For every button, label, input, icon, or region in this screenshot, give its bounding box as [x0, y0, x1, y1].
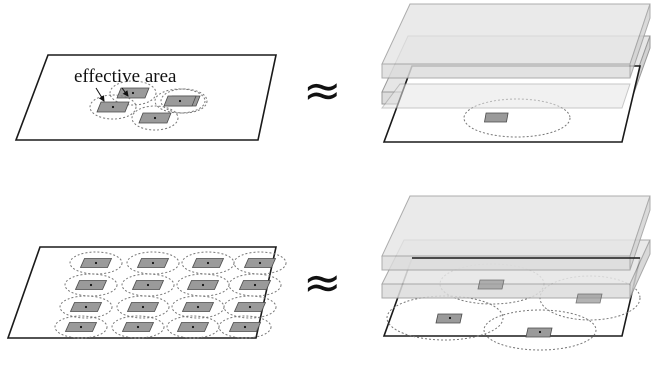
- annotation-arrow-left: [95, 87, 105, 102]
- effective-area-circle: [228, 273, 282, 297]
- effective-area-circle: [121, 273, 175, 297]
- feed-point: [448, 316, 452, 320]
- effective-area-circle: [109, 80, 157, 106]
- effective-area-circle: [233, 251, 287, 275]
- feed-point: [84, 305, 88, 309]
- top-right-diagram: [381, 3, 651, 143]
- ground-plane: [14, 54, 277, 141]
- effective-area-circle: [126, 251, 180, 275]
- upper-slab: [381, 3, 651, 79]
- feed-point: [206, 261, 210, 265]
- feed-point: [111, 105, 115, 109]
- feed-point: [94, 261, 98, 265]
- feed-point: [178, 99, 182, 103]
- patch: [484, 112, 509, 123]
- feed-point: [201, 283, 205, 287]
- effective-area-circle: [116, 295, 170, 319]
- feed-point: [253, 283, 257, 287]
- effective-area-circle: [64, 273, 118, 297]
- middle-slab: [381, 83, 631, 109]
- effective-area-circle: [463, 98, 571, 138]
- top-left-diagram: effective area: [14, 54, 277, 141]
- feed-point: [243, 325, 247, 329]
- feed-point: [196, 305, 200, 309]
- patch: [435, 313, 463, 324]
- feed-point: [141, 305, 145, 309]
- ground-plane: [6, 246, 277, 339]
- patch: [477, 279, 505, 290]
- bottom-left-diagram: [6, 246, 287, 339]
- effective-area-circle: [111, 315, 165, 339]
- effective-area-label: effective area: [74, 66, 177, 87]
- effective-area-circle: [69, 251, 123, 275]
- effective-area-circle: [154, 88, 206, 114]
- effective-area-circle: [89, 94, 137, 120]
- feed-point: [153, 116, 157, 120]
- upper-slab: [381, 195, 651, 271]
- effective-area-circle: [160, 88, 208, 114]
- patch: [525, 327, 553, 338]
- feed-point: [89, 283, 93, 287]
- effective-area-circle: [54, 315, 108, 339]
- feed-point: [79, 325, 83, 329]
- feed-point: [151, 261, 155, 265]
- feed-point: [136, 325, 140, 329]
- effective-area-circle: [483, 309, 597, 351]
- patch: [575, 293, 603, 304]
- feed-point: [248, 305, 252, 309]
- feed-point: [146, 283, 150, 287]
- effective-area-circle: [223, 295, 277, 319]
- feed-point: [131, 91, 135, 95]
- effective-area-circle: [131, 105, 179, 131]
- approx-symbol-top: ≈: [303, 63, 342, 117]
- effective-area-circle: [218, 315, 272, 339]
- effective-area-circle: [59, 295, 113, 319]
- feed-point: [538, 330, 542, 334]
- annotation-arrow-right: [121, 87, 129, 97]
- approx-symbol-bottom: ≈: [303, 255, 342, 309]
- feed-point: [191, 325, 195, 329]
- bottom-right-diagram: [381, 195, 651, 351]
- feed-point: [258, 261, 262, 265]
